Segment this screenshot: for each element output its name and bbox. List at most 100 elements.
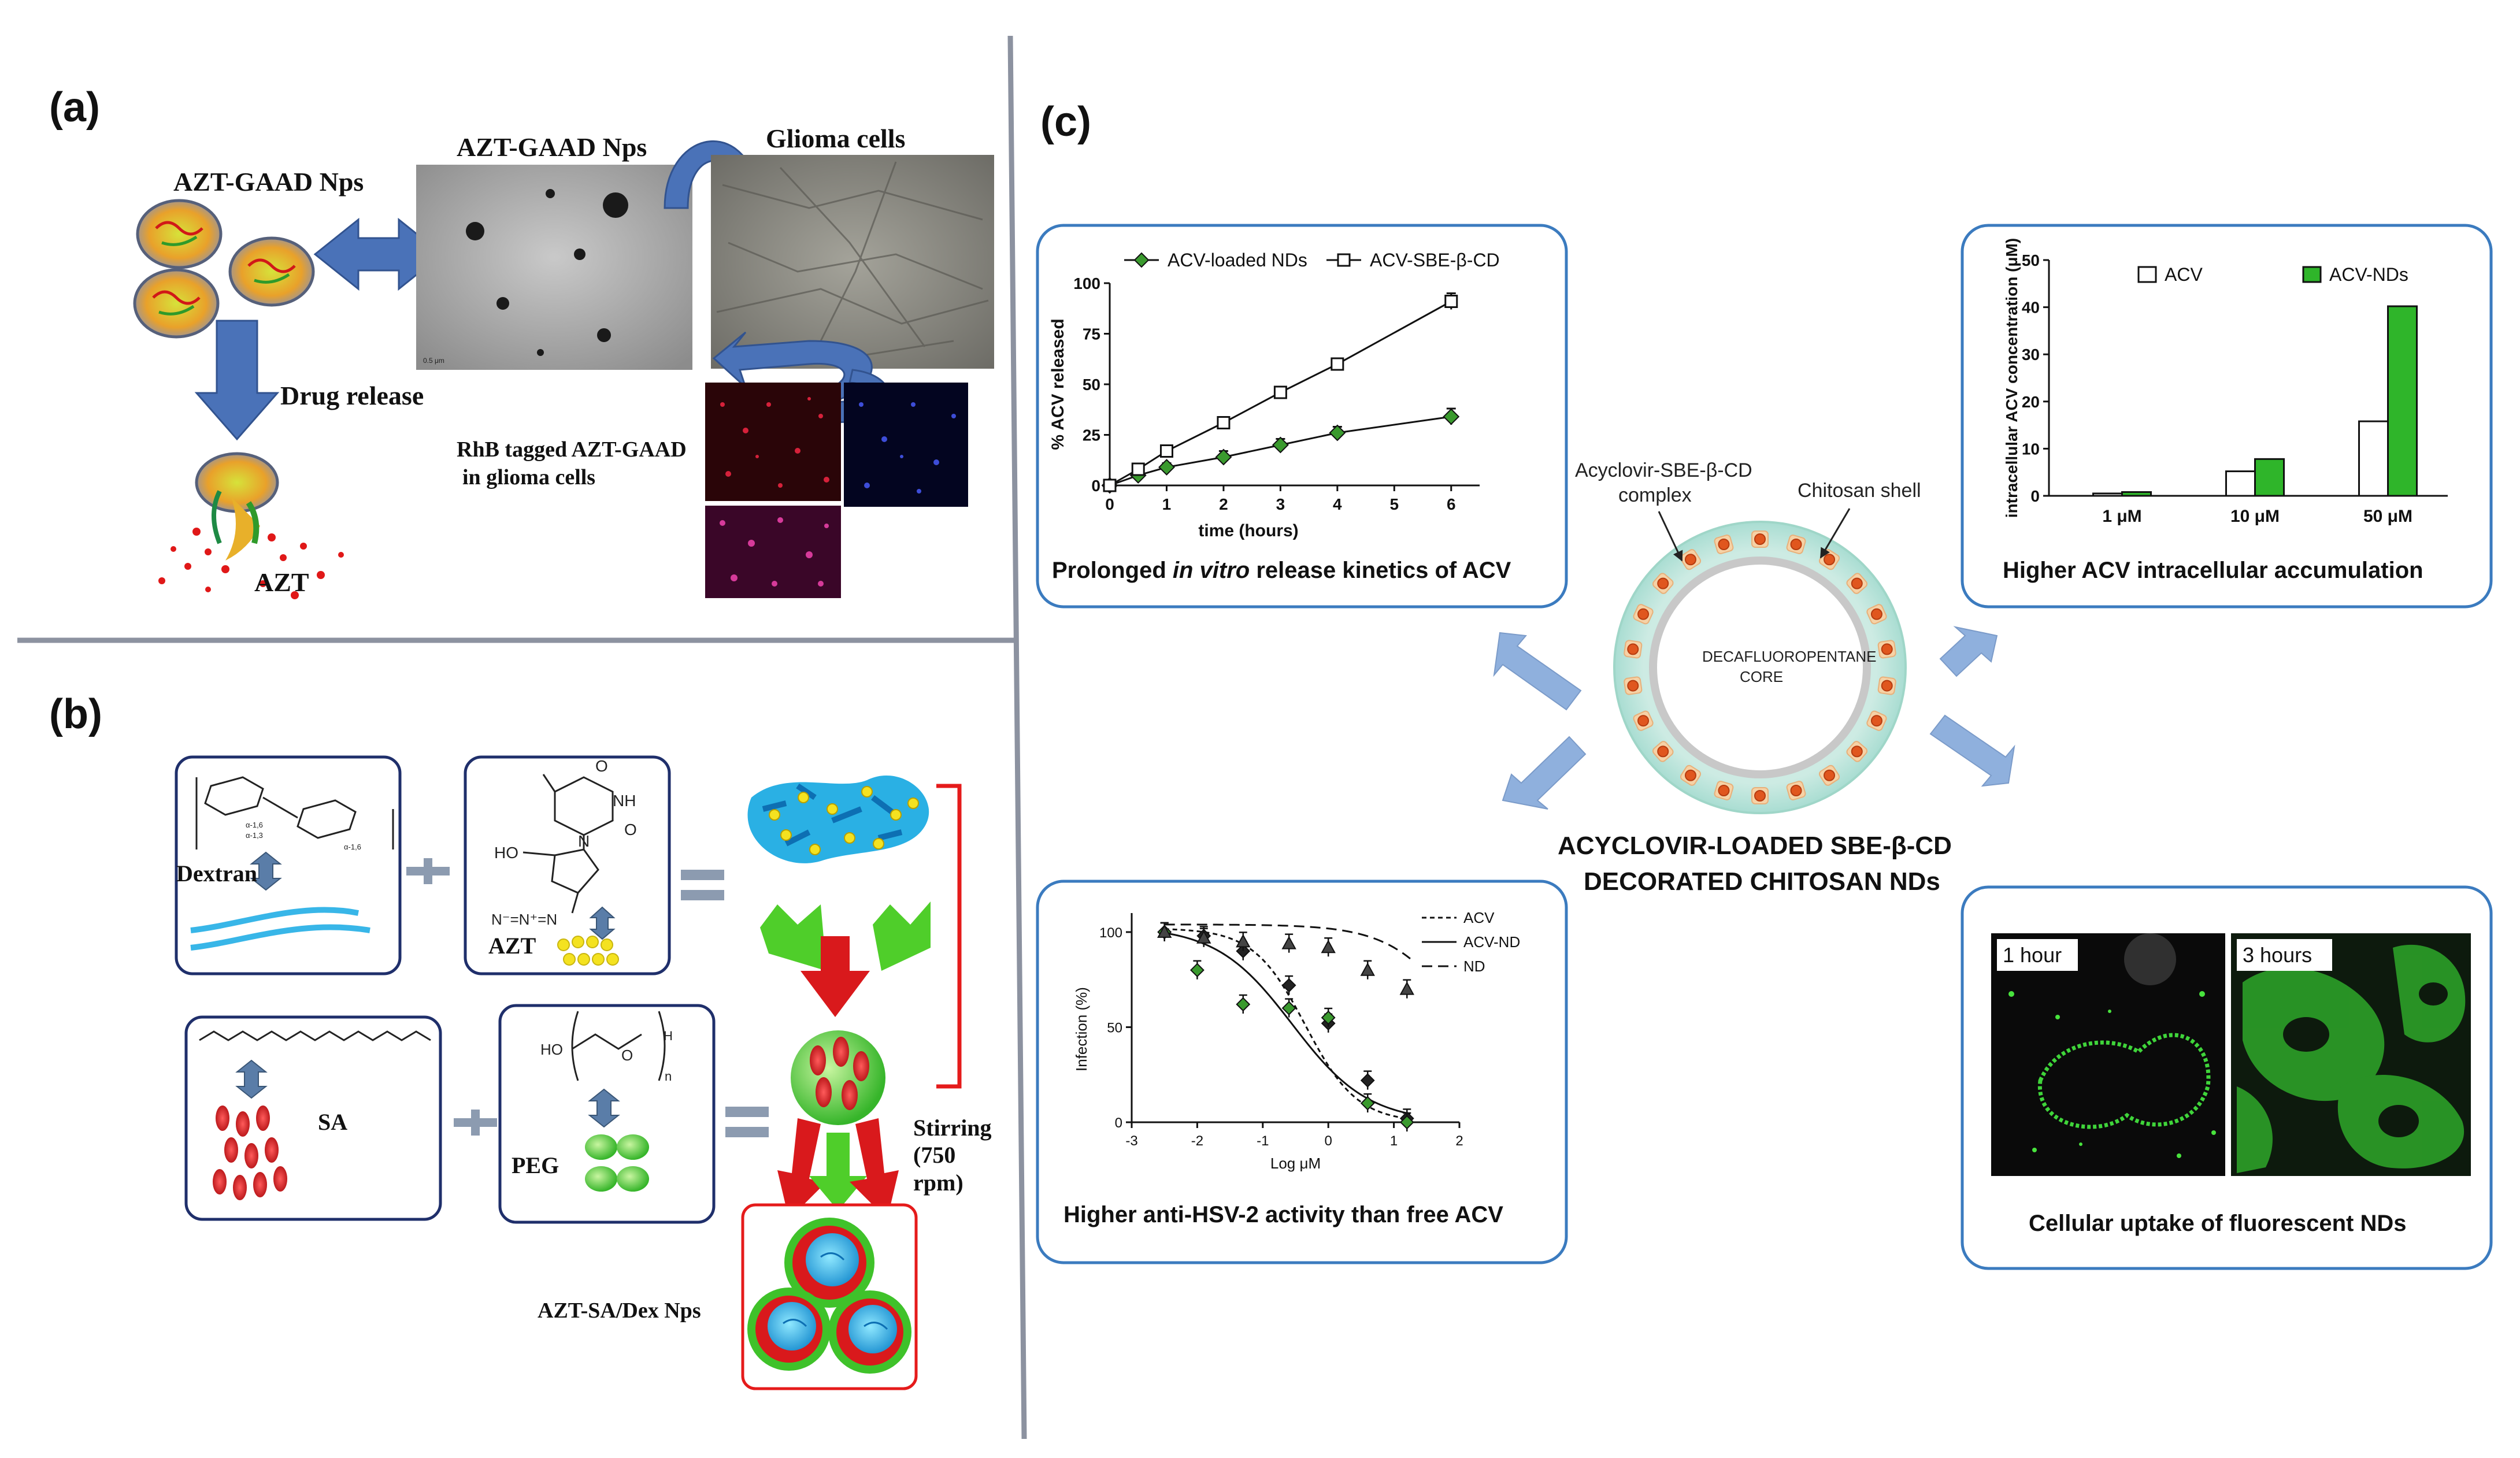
azt-atom-nh: NH bbox=[613, 792, 636, 810]
red-arrow-center bbox=[801, 936, 870, 1017]
dex-label-1: α-1,6 bbox=[246, 821, 263, 829]
anti-point-acv-nd bbox=[1281, 1001, 1296, 1015]
glioma-label: Glioma cells bbox=[766, 124, 905, 153]
release-point-nds bbox=[1329, 424, 1346, 442]
anti-point-nd bbox=[1281, 936, 1296, 949]
tem-label: AZT-GAAD Nps bbox=[457, 132, 647, 162]
stirring-label-2: (750 bbox=[913, 1142, 955, 1168]
anti-point-acv-nd bbox=[1236, 997, 1251, 1012]
release-x-tick-label: 1 bbox=[1162, 495, 1172, 513]
peg-atom-n: n bbox=[665, 1069, 672, 1084]
panel-label-c: (c) bbox=[1040, 99, 1091, 145]
anti-point-acv-nd bbox=[1321, 1010, 1336, 1025]
anti-hsv-box bbox=[1036, 880, 1568, 1264]
released-particle bbox=[195, 452, 279, 561]
acyclovir-molecule bbox=[1851, 745, 1863, 758]
accum-y-axis-label: intracellular ACV concentration (μM) bbox=[2003, 238, 2021, 518]
anti-point-acv bbox=[1281, 978, 1296, 993]
tem-scale: 0.5 μm bbox=[423, 357, 444, 365]
nd-shell-label: Chitosan shell bbox=[1798, 480, 1921, 502]
panel-label-b: (b) bbox=[49, 691, 102, 737]
accum-bar-acv bbox=[2358, 420, 2389, 497]
anti-point-acv-nd bbox=[1360, 1096, 1375, 1111]
accum-bar-nds bbox=[2121, 491, 2152, 497]
arrow-upleft bbox=[1493, 632, 1582, 711]
acyclovir-molecule bbox=[1684, 769, 1696, 781]
red-arrow-left bbox=[777, 1118, 827, 1219]
azt-label-a: AZT bbox=[254, 567, 309, 597]
product-label: AZT-SA/Dex Nps bbox=[538, 1299, 701, 1323]
nd-complex-label-2: complex bbox=[1618, 484, 1692, 506]
dextran-label: Dextran bbox=[176, 860, 257, 886]
tem-particles bbox=[466, 189, 628, 356]
acyclovir-molecule bbox=[1627, 680, 1639, 692]
anti-point-acv-nd bbox=[1399, 1115, 1414, 1130]
dex-label-2: α-1,3 bbox=[246, 831, 263, 840]
accum-y-tick-label: 30 bbox=[2022, 346, 2040, 363]
sa-label: SA bbox=[318, 1109, 347, 1135]
acyclovir-molecule bbox=[1637, 608, 1650, 620]
anti-point-nd bbox=[1157, 924, 1172, 938]
azt-yellow-dots bbox=[557, 936, 619, 966]
uptake-caption: Cellular uptake of fluorescent NDs bbox=[2029, 1211, 2406, 1236]
release-y-tick-label: 50 bbox=[1083, 376, 1100, 394]
peg-atom-o: O bbox=[621, 1047, 633, 1064]
acyclovir-molecule bbox=[1627, 643, 1639, 655]
anti-y-tick-label: 100 bbox=[1099, 925, 1122, 941]
fluor-blue-spots bbox=[859, 402, 956, 494]
red-bracket bbox=[936, 784, 962, 1089]
shell-pointer bbox=[1819, 508, 1851, 559]
complex-pointer bbox=[1658, 511, 1683, 562]
peg-structure bbox=[571, 1011, 666, 1081]
arrow-downright bbox=[1929, 714, 2015, 787]
acyclovir-molecule bbox=[1870, 715, 1882, 727]
accum-y-tick-label: 10 bbox=[2022, 440, 2040, 458]
anti-point-nd bbox=[1321, 940, 1336, 954]
azt-label-b: AZT bbox=[488, 933, 536, 959]
uptake-label-1h: 1 hour bbox=[2003, 943, 2062, 967]
uptake-label-3h: 3 hours bbox=[2243, 943, 2312, 967]
plus-sign-2 bbox=[454, 1110, 497, 1136]
anti-legend-label-1: ACV-ND bbox=[1463, 933, 1520, 951]
panel-c: (c) Prolonged in vitro release kinetics … bbox=[1036, 99, 2493, 1270]
release-y-axis-label: % ACV released bbox=[1048, 318, 1068, 450]
anti-x-tick-label: -3 bbox=[1125, 1133, 1137, 1149]
release-caption: Prolonged in vitro release kinetics of A… bbox=[1052, 558, 1511, 583]
accum-bar-nds bbox=[2387, 305, 2418, 497]
accum-x-tick-label: 1 μM bbox=[2102, 507, 2141, 526]
dextran-structure bbox=[195, 776, 394, 849]
nanoparticle-cluster bbox=[133, 199, 315, 339]
azt-atom-o2: O bbox=[624, 821, 637, 839]
release-point-nds bbox=[1272, 436, 1289, 454]
release-point-nds bbox=[1215, 448, 1232, 466]
plus-sign-1 bbox=[406, 858, 450, 884]
anti-x-tick-label: -1 bbox=[1257, 1133, 1269, 1149]
acyclovir-molecule bbox=[1870, 608, 1882, 620]
anti-y-tick-label: 50 bbox=[1107, 1020, 1122, 1036]
uptake-label-3h-bg bbox=[2237, 939, 2332, 971]
accum-y-tick-label: 20 bbox=[2022, 393, 2040, 411]
dex-label-3: α-1,6 bbox=[344, 843, 361, 851]
fluor-merged-spots bbox=[720, 517, 829, 587]
anti-x-axis-label: Log μM bbox=[1270, 1155, 1321, 1172]
sa-peg-sphere bbox=[791, 1030, 885, 1125]
acyclovir-molecule bbox=[1851, 577, 1863, 589]
panel-b: (b) α-1,6 α-1,3 α-1,6 Dextran HO N O NH … bbox=[49, 691, 992, 1390]
azt-atom-n: N bbox=[578, 832, 590, 850]
acyclovir-molecule bbox=[1824, 769, 1836, 781]
dextran-strands bbox=[190, 907, 370, 951]
anti-point-nd bbox=[1360, 962, 1375, 976]
uptake-label-1h-bg bbox=[1997, 939, 2078, 971]
equals-sign-1 bbox=[681, 870, 724, 900]
nanodroplet-diagram bbox=[1613, 521, 1907, 814]
accum-y-tick-label: 0 bbox=[2030, 487, 2040, 505]
dextran-box bbox=[175, 755, 402, 975]
sa-red-capsules bbox=[213, 1105, 287, 1200]
acyclovir-molecule bbox=[1881, 680, 1893, 692]
anti-hsv-caption: Higher anti-HSV-2 activity than free ACV bbox=[1063, 1202, 1503, 1227]
panel-dividers bbox=[17, 35, 1027, 1440]
drug-release-arrow bbox=[194, 320, 280, 441]
release-point-nds bbox=[1158, 459, 1175, 476]
